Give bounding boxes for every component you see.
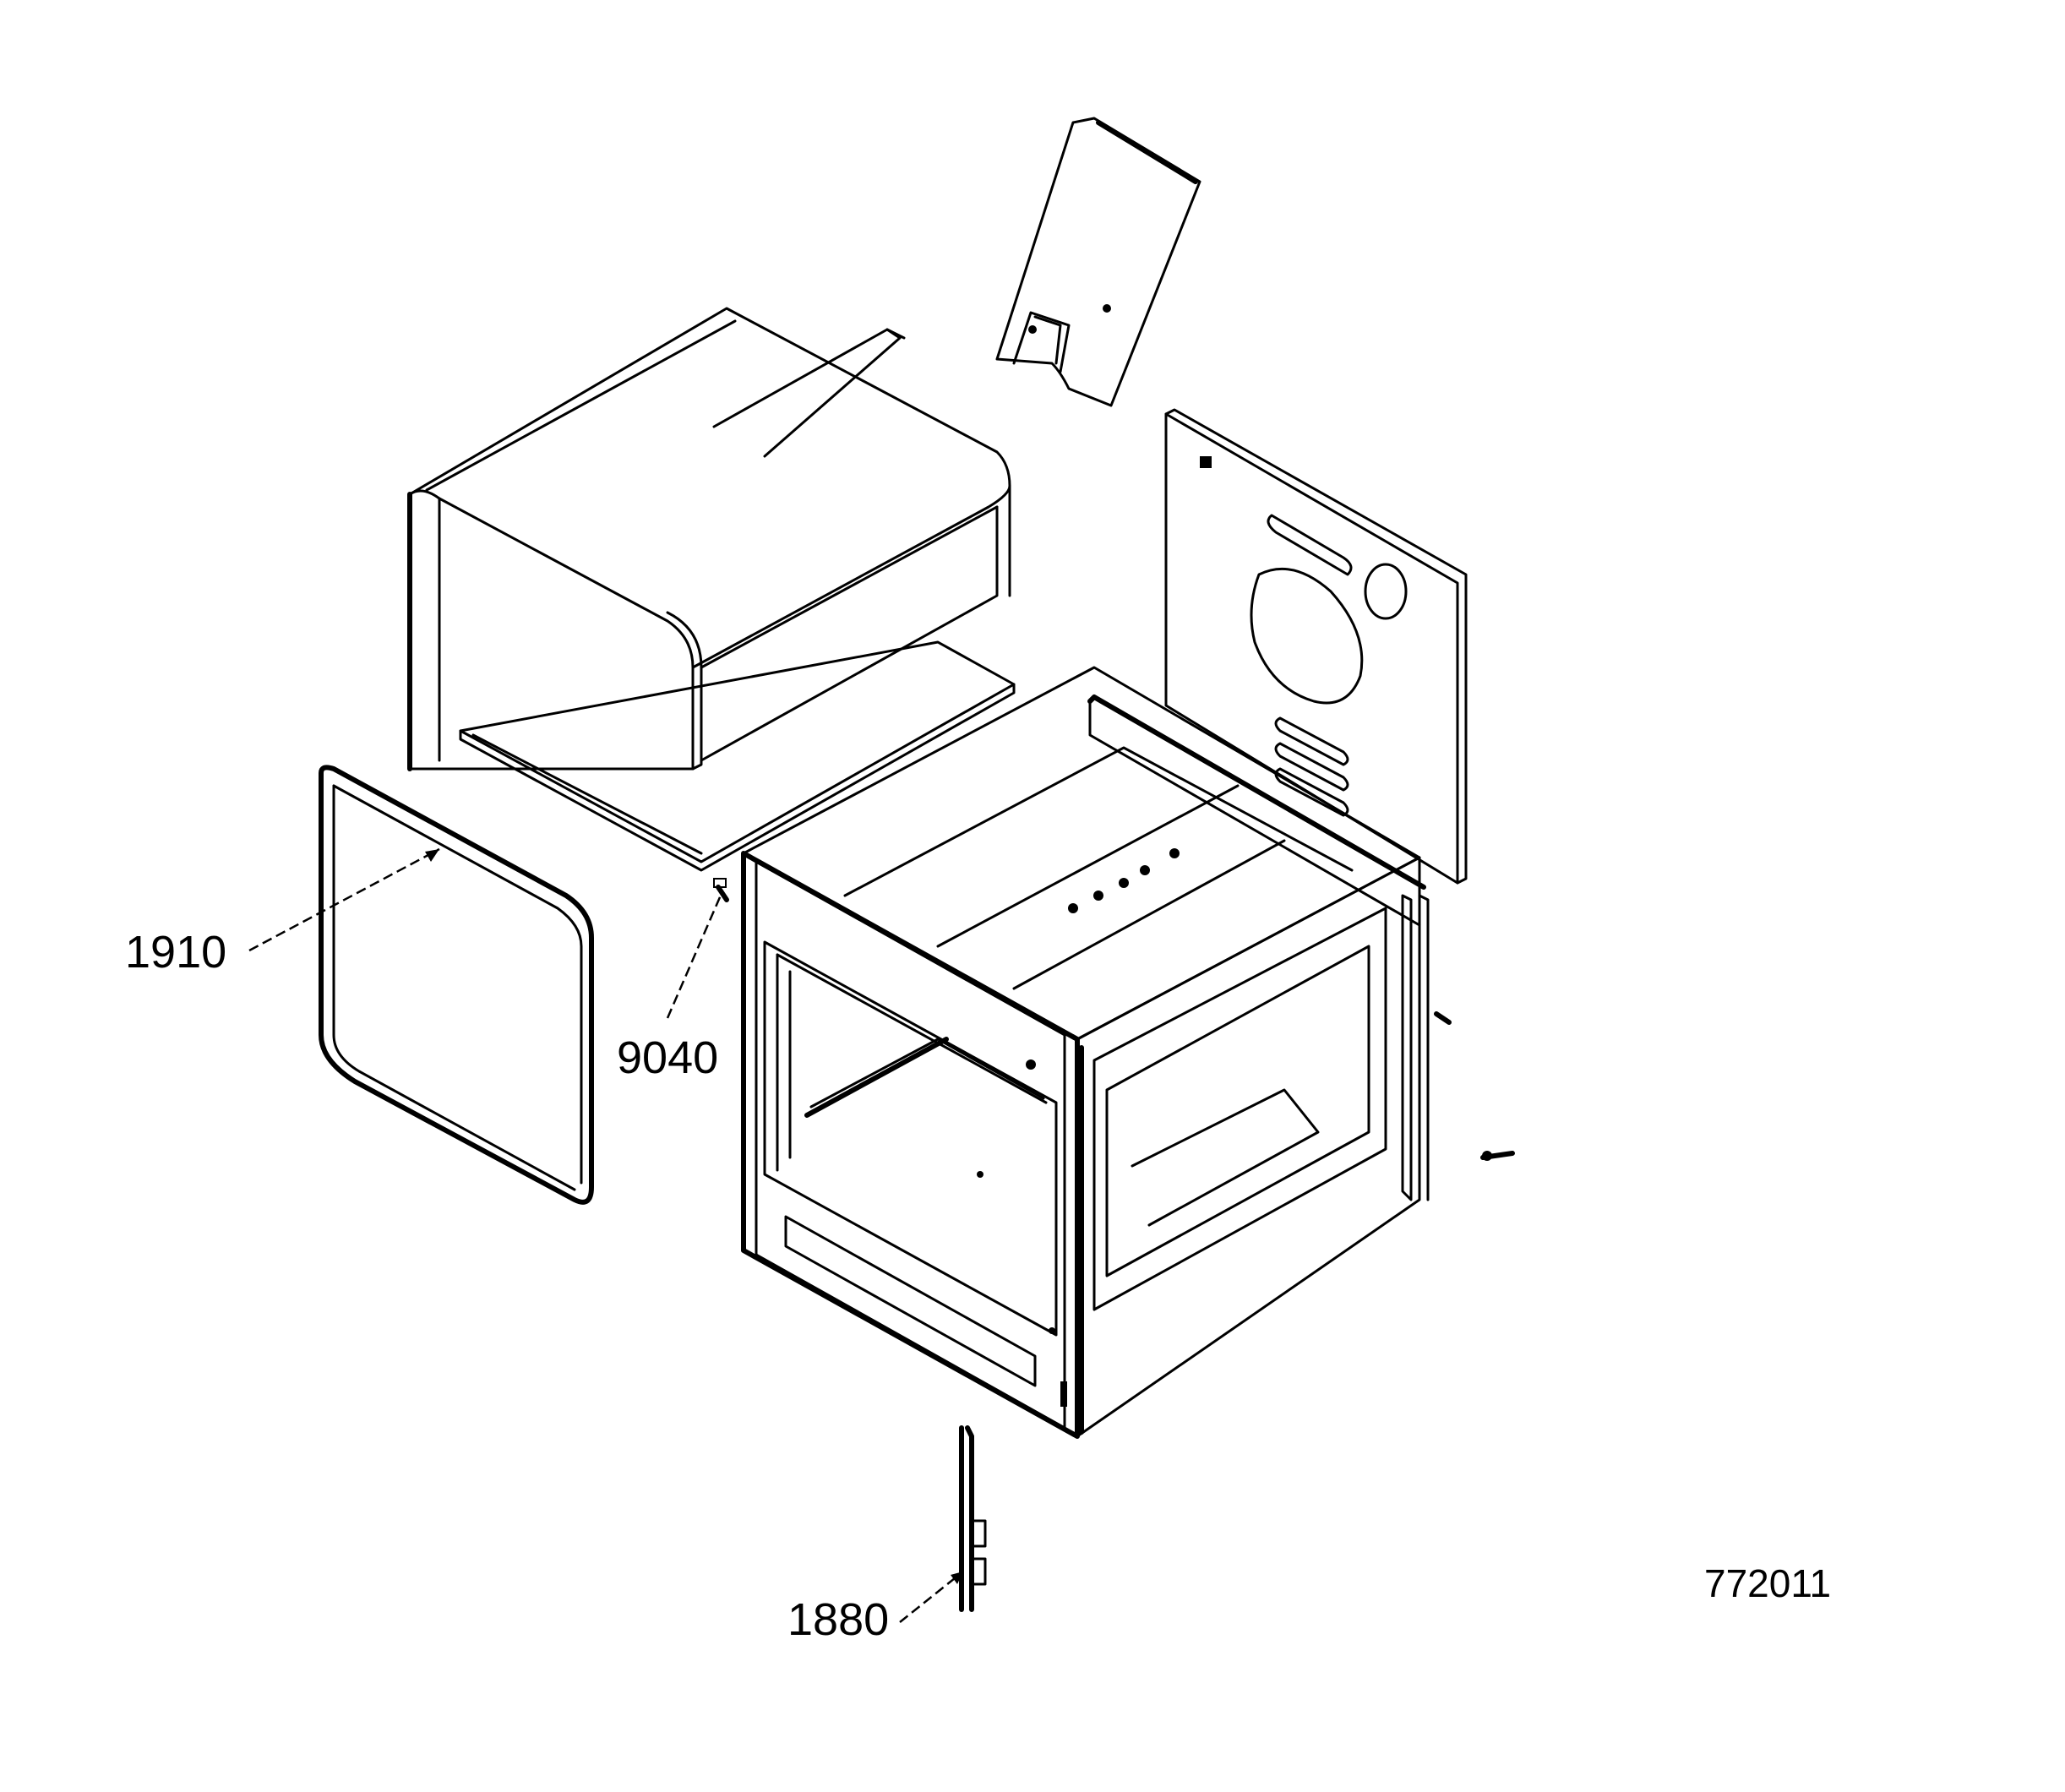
side-screw-part (1434, 1011, 1515, 1161)
screw-part (713, 878, 729, 902)
screw-leader-line (666, 891, 724, 1019)
gasket-leader-line (248, 847, 440, 952)
cable-part (959, 1425, 987, 1612)
cable-leader-arrowhead (951, 1571, 963, 1584)
callout-1910: 1910 (125, 927, 226, 978)
outer-cover-part (407, 307, 1016, 872)
callout-1880: 1880 (787, 1594, 889, 1645)
door-gasket-part (319, 765, 594, 1205)
oven-cavity-part (741, 666, 1430, 1439)
gasket-leader-arrowhead (425, 849, 439, 862)
waveguide-bracket-part (995, 117, 1201, 407)
cable-leader-line (899, 1571, 964, 1623)
back-panel-part (1164, 408, 1468, 885)
callout-9040: 9040 (617, 1032, 718, 1083)
drawing-number: 772011 (1704, 1561, 1831, 1605)
